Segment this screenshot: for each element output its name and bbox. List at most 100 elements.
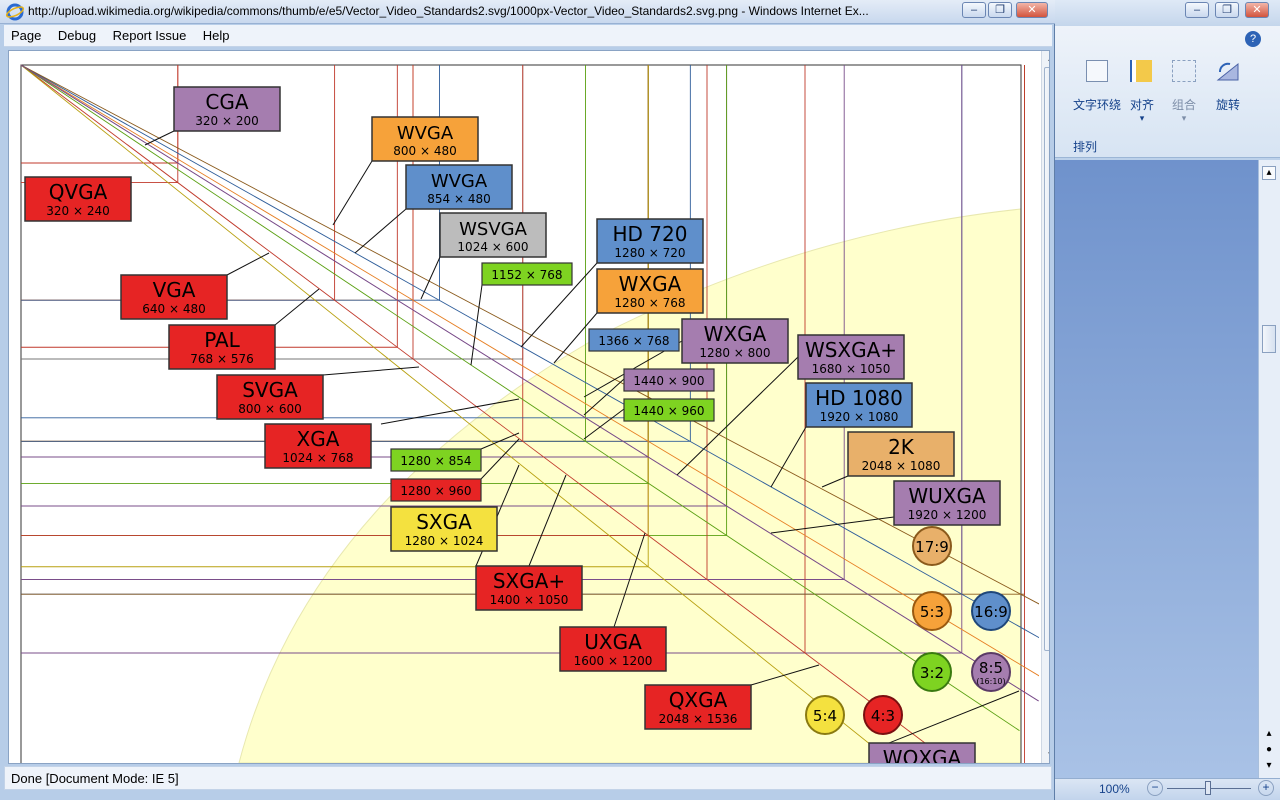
standard-box-bg [24, 176, 132, 222]
leader-line [332, 160, 373, 226]
standard-box: WQXGA [868, 742, 976, 763]
standard-resolution: 1600 × 1200 [574, 654, 653, 668]
menu-help[interactable]: Help [202, 28, 230, 43]
standard-name: WUXGA [908, 484, 986, 508]
resolution-box-bg [588, 328, 680, 352]
office-vertical-scrollbar[interactable]: ▴ ▴ ● ▾ [1258, 160, 1280, 780]
minimize-button[interactable]: – [1185, 2, 1209, 18]
wrap-text-icon [1086, 60, 1108, 82]
standard-box-bg [596, 268, 704, 314]
standard-box: WSXGA+1680 × 1050 [797, 334, 905, 380]
standard-name: SVGA [242, 378, 298, 402]
group-icon [1172, 60, 1196, 82]
leader-line [583, 408, 625, 440]
standard-name: XGA [297, 427, 340, 451]
zoom-out-button[interactable]: − [1147, 780, 1163, 796]
standard-box-bg [475, 565, 583, 611]
ie-window: http://upload.wikimedia.org/wikipedia/co… [0, 0, 1055, 800]
standard-box-bg [264, 423, 372, 469]
align-button[interactable]: 对齐 ▾ [1125, 60, 1159, 124]
standard-box-bg [868, 742, 976, 763]
zoom-in-button[interactable]: + [1258, 780, 1274, 796]
leader-line [528, 474, 567, 567]
standard-resolution: 1920 × 1080 [820, 410, 899, 424]
menu-debug[interactable]: Debug [57, 28, 97, 43]
group-button[interactable]: 组合 ▾ [1167, 60, 1201, 124]
resolution-label: 1440 × 960 [633, 404, 704, 418]
ratio-diagonal [20, 64, 895, 763]
standard-resolution: 1680 × 1050 [812, 362, 891, 376]
select-browse-object-icon[interactable]: ● [1265, 744, 1273, 755]
standard-box-bg [405, 164, 513, 210]
leader-line [868, 690, 1020, 752]
menu-page[interactable]: Page [11, 28, 42, 43]
rotate-button[interactable]: 旋转 [1211, 60, 1245, 113]
standard-resolution: 800 × 600 [238, 402, 302, 416]
ratio-circle: 8:5(16:10) [971, 652, 1011, 692]
ratio-diagonal [20, 64, 1049, 683]
standard-name: SXGA+ [493, 569, 565, 593]
ie-vertical-scrollbar[interactable]: ▴ ▾ [1041, 51, 1049, 763]
office-scroll-thumb[interactable] [1262, 325, 1276, 353]
resolution-box-bg [390, 448, 482, 472]
ratio-circle: 3:2 [912, 652, 952, 692]
scroll-up-icon[interactable]: ▴ [1043, 53, 1049, 65]
resolution-box: 1366 × 768 [588, 328, 680, 352]
standard-resolution: 1280 × 1024 [405, 534, 484, 548]
ratio-circle-bg [912, 591, 952, 631]
ratio-diagonal [20, 64, 1039, 702]
close-button[interactable]: ✕ [1245, 2, 1269, 18]
ie-window-title: http://upload.wikimedia.org/wikipedia/co… [28, 4, 869, 18]
leader-line [144, 130, 175, 146]
leader-line [821, 475, 849, 488]
leader-line [226, 252, 270, 276]
ratio-circle: 4:3 [863, 695, 903, 735]
zoom-level[interactable]: 100% [1099, 782, 1130, 796]
restore-button[interactable]: ❐ [1215, 2, 1239, 18]
resolution-box: 1440 × 900 [623, 368, 715, 392]
standard-resolution: 1280 × 768 [614, 296, 685, 310]
scroll-down-icon[interactable]: ▾ [1043, 749, 1049, 761]
standard-resolution: 1280 × 720 [614, 246, 685, 260]
ie-statusbar: Done [Document Mode: IE 5] [4, 766, 1052, 790]
wrap-text-button[interactable]: 文字环绕 [1069, 60, 1125, 113]
standard-name: SXGA [416, 510, 472, 534]
ie-close-button[interactable]: ✕ [1016, 2, 1048, 18]
leader-line [274, 288, 320, 326]
document-canvas [1055, 160, 1258, 780]
ratio-diagonal [20, 64, 1049, 644]
resolution-box-bg [623, 398, 715, 422]
ratio-label: 8:5 [979, 659, 1003, 677]
standard-name: HD 1080 [815, 386, 903, 410]
standard-name: WXGA [704, 322, 767, 346]
office-statusbar: 100% − + [1055, 778, 1280, 800]
group-dropdown-arrow: ▾ [1181, 113, 1187, 123]
zoom-slider-thumb[interactable] [1205, 781, 1211, 795]
leader-line [480, 432, 520, 450]
ie-scroll-thumb[interactable] [1044, 67, 1049, 651]
next-page-icon[interactable]: ▾ [1266, 760, 1272, 771]
standard-resolution: 2048 × 1536 [659, 712, 738, 726]
resolution-label: 1366 × 768 [598, 334, 669, 348]
ie-minimize-button[interactable]: – [962, 2, 986, 18]
leader-line [520, 262, 598, 348]
scroll-up-icon[interactable]: ▴ [1262, 166, 1276, 180]
standard-box: SXGA+1400 × 1050 [475, 565, 583, 611]
prev-page-icon[interactable]: ▴ [1266, 728, 1272, 739]
leader-line [770, 426, 807, 488]
ratio-circle-bg [863, 695, 903, 735]
ie-restore-button[interactable]: ❐ [988, 2, 1012, 18]
menu-report-issue[interactable]: Report Issue [112, 28, 187, 43]
standard-name: WXGA [619, 272, 682, 296]
ratio-circle-bg [912, 652, 952, 692]
leader-line [380, 398, 520, 425]
help-icon[interactable]: ? [1245, 31, 1261, 47]
resolution-box-bg [623, 368, 715, 392]
